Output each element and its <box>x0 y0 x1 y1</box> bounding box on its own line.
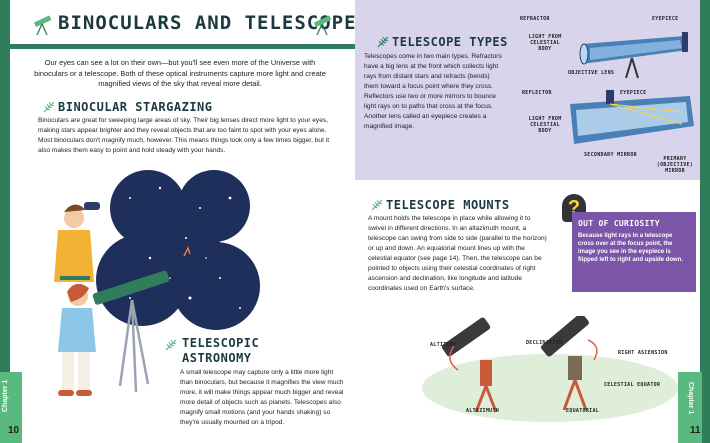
binocular-view-illustration <box>96 170 260 330</box>
telescope-types-paragraph: Telescopes come in two main types. Refra… <box>364 53 502 130</box>
telescopic-astronomy-paragraph: A small telescope may capture only a lit… <box>180 369 344 426</box>
refractor-diagram <box>579 32 688 79</box>
left-page-edge-strip <box>0 0 10 443</box>
telescope-mounts-paragraph: A mount holds the telescope in place whi… <box>368 215 547 292</box>
altazimuth-label: Altazimuth <box>466 408 500 414</box>
curiosity-text: Because light rays in a telescope cross … <box>578 233 683 263</box>
telescopic-astronomy-heading: Telescopic Astronomy <box>182 336 259 366</box>
telescope-types-panel <box>355 0 700 180</box>
chapter-tab-left: Chapter 1 <box>0 372 22 443</box>
secondary-mirror-label: Secondary mirror <box>584 152 637 158</box>
page-title: Binoculars and Telescopes <box>58 12 369 34</box>
telescopic-heading-line1: Telescopic <box>182 336 260 350</box>
equatorial-label: Equatorial <box>566 408 600 414</box>
children-stargazing-illustration <box>54 202 170 396</box>
telescope-types-heading: Telescope Types <box>392 35 508 49</box>
binocular-heading: Binocular Stargazing <box>58 100 213 114</box>
out-of-curiosity-box: Out of Curiosity Because light rays in a… <box>572 212 696 292</box>
mounts-illustration <box>422 316 678 422</box>
eyepiece-label: Eyepiece <box>652 16 679 22</box>
reflector-label: Reflector <box>522 90 552 96</box>
telescope-icon <box>34 15 52 36</box>
reflector-diagram <box>570 90 694 144</box>
curiosity-heading: Out of Curiosity <box>578 219 660 228</box>
light-celestial-label: Light from celestial body <box>528 34 562 52</box>
title-underline <box>10 44 355 49</box>
binocular-paragraph: Binoculars are great for sweeping large … <box>38 117 330 154</box>
page-number-left: 10 <box>8 425 20 436</box>
leaf-sprig-icon <box>377 36 389 48</box>
primary-mirror-label: Primary (objective) mirror <box>656 156 694 174</box>
right-page-edge-strip <box>700 0 710 443</box>
telescope-icon <box>314 15 332 36</box>
declination-label: Declination <box>526 340 563 346</box>
leaf-sprig-icon <box>43 101 55 113</box>
refractor-label: Refractor <box>520 16 550 22</box>
objective-lens-label: Objective lens <box>568 70 615 76</box>
right-ascension-label: Right ascension <box>618 350 668 356</box>
telescope-mounts-heading: Telescope Mounts <box>386 198 510 212</box>
leaf-sprig-icon <box>371 199 383 211</box>
page-number-right: 11 <box>690 425 701 436</box>
eyepiece-label: Eyepiece <box>620 90 647 96</box>
chapter-tab-label: Chapter 1 <box>687 382 694 415</box>
telescopic-heading-line2: Astronomy <box>182 351 252 365</box>
chapter-tab-right: Chapter 1 <box>678 372 702 443</box>
light-celestial-label: Light from celestial body <box>528 116 562 134</box>
leaf-sprig-icon <box>165 339 177 351</box>
celestial-equator-label: Celestial equator <box>604 382 661 388</box>
intro-paragraph: Our eyes can see a lot on their own—but … <box>34 58 326 88</box>
chapter-tab-label: Chapter 1 <box>2 379 9 412</box>
title-banner <box>10 0 355 50</box>
altitude-label: Altitude <box>430 342 457 348</box>
